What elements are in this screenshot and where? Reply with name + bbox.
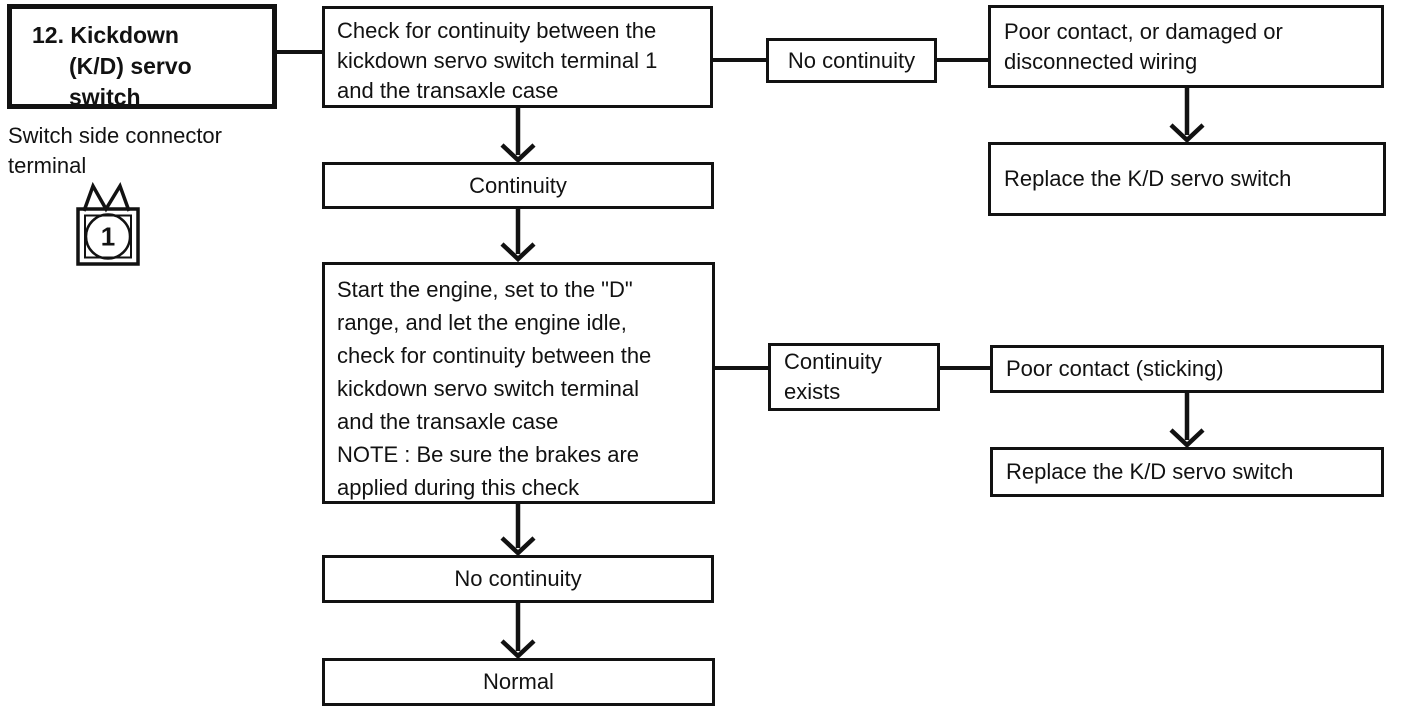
- branch1-remedy-box: Replace the K/D servo switch: [988, 142, 1386, 216]
- branch1-diagnosis-box: Poor contact, or damaged or disconnected…: [988, 5, 1384, 88]
- arrow-diagnosis2-to-remedy2: [1169, 392, 1205, 449]
- branch2-condition-box: Continuity exists: [768, 343, 940, 411]
- section-title-box: 12. Kickdown (K/D) servo switch: [7, 4, 277, 110]
- branch2-diagnosis-box: Poor contact (sticking): [990, 345, 1384, 393]
- connector-terminal-caption: Switch side connector terminal: [8, 123, 222, 178]
- terminal-number: 1: [101, 222, 115, 252]
- section-title-line: (K/D) servo: [69, 53, 192, 79]
- result-continuity-box: Continuity: [322, 162, 714, 209]
- arrow-continuity-to-step2: [500, 208, 536, 263]
- step1-check-continuity-box: Check for continuity between the kickdow…: [322, 6, 713, 108]
- arrow-nocontinuity-to-normal: [500, 602, 536, 660]
- step2-engine-idle-check-box: Start the engine, set to the "D" range, …: [322, 262, 715, 504]
- arrow-step2-to-nocontinuity-result: [500, 503, 536, 557]
- branch1-condition-box: No continuity: [766, 38, 937, 83]
- branch2-remedy-box: Replace the K/D servo switch: [990, 447, 1384, 497]
- result-normal-box: Normal: [322, 658, 715, 706]
- result-no-continuity-box: No continuity: [322, 555, 714, 603]
- section-title-line: switch: [69, 84, 141, 110]
- connector-terminal-icon: 1: [76, 181, 140, 266]
- connector-outer-frame: [76, 207, 140, 266]
- section-title-line: 12. Kickdown: [32, 22, 179, 48]
- arrow-step1-to-continuity: [500, 108, 536, 164]
- terminal-circle: [84, 213, 132, 260]
- arrow-diagnosis1-to-remedy1: [1169, 87, 1205, 144]
